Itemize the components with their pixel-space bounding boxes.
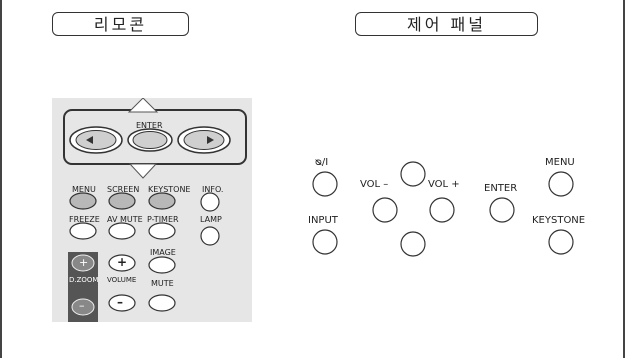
- menu-button: [69, 192, 97, 210]
- image-button: [148, 256, 176, 274]
- power-button: [312, 171, 338, 197]
- keystone-label: KEYSTONE: [148, 185, 191, 194]
- up-button: [400, 161, 426, 187]
- vol-minus-button: [372, 197, 398, 223]
- volume-label: VOLUME: [107, 276, 137, 284]
- mute-label: MUTE: [151, 279, 174, 288]
- enter-label-panel: ENTER: [484, 183, 518, 194]
- input-button: [312, 229, 338, 255]
- remote-control-graphic: [52, 97, 252, 322]
- av-mute-button: [108, 222, 136, 240]
- keystone-label-panel: KEYSTONE: [532, 215, 586, 226]
- enter-label: ENTER: [136, 121, 163, 130]
- arrow-down-icon: [128, 163, 158, 179]
- volume-plus-button: [108, 254, 136, 272]
- av-mute-label: AV MUTE: [107, 215, 143, 224]
- d-zoom-minus-button: [71, 298, 95, 316]
- volume-minus-button: [108, 294, 136, 312]
- screen-label: SCREEN: [107, 185, 140, 194]
- d-zoom-plus-button: [71, 254, 95, 272]
- volume-plus-sign: +: [117, 255, 128, 269]
- remote-title: 리모콘: [52, 12, 189, 36]
- menu-label-panel: MENU: [545, 157, 575, 168]
- mute-button: [148, 294, 176, 312]
- power-label: ᴓ/I: [315, 157, 329, 168]
- input-label: INPUT: [308, 215, 338, 226]
- p-timer-label: P-TIMER: [147, 215, 179, 224]
- image-label: IMAGE: [150, 248, 176, 257]
- info-label: INFO.: [202, 185, 224, 194]
- vol-plus-label: VOL +: [428, 179, 460, 190]
- freeze-button: [69, 222, 97, 240]
- control-panel: ᴓ/I INPUT VOL – VOL + ENTER MENU KEYSTON…: [296, 130, 616, 270]
- enter-button-panel: [489, 197, 515, 223]
- keystone-button-panel: [548, 229, 574, 255]
- menu-label: MENU: [72, 185, 96, 194]
- arrow-right-inner: [183, 130, 225, 150]
- enter-button-inner: [132, 131, 168, 149]
- arrow-left-icon: [86, 136, 93, 144]
- volume-minus-sign: –: [117, 295, 123, 309]
- arrow-left-inner: [75, 130, 117, 150]
- remote-control: ENTER MENU SCREEN KEYSTONE INFO. FREEZE …: [52, 97, 252, 322]
- keystone-button: [148, 192, 176, 210]
- arrow-right-icon: [207, 136, 214, 144]
- arrow-up-icon: [127, 97, 159, 113]
- down-button: [400, 231, 426, 257]
- d-zoom-plus-sign: +: [79, 256, 89, 269]
- d-zoom-minus-sign: –: [79, 299, 85, 312]
- vol-plus-button: [429, 197, 455, 223]
- d-zoom-label: D.ZOOM: [69, 276, 99, 284]
- p-timer-button: [148, 222, 176, 240]
- screen-button: [108, 192, 136, 210]
- menu-button-panel: [548, 171, 574, 197]
- lamp-label: LAMP: [200, 215, 222, 224]
- lamp-button: [200, 226, 220, 246]
- panel-title: 제어 패널: [355, 12, 538, 36]
- control-panel-graphic: [312, 161, 574, 257]
- vol-minus-label: VOL –: [360, 179, 389, 190]
- info-button: [200, 192, 220, 212]
- freeze-label: FREEZE: [69, 215, 100, 224]
